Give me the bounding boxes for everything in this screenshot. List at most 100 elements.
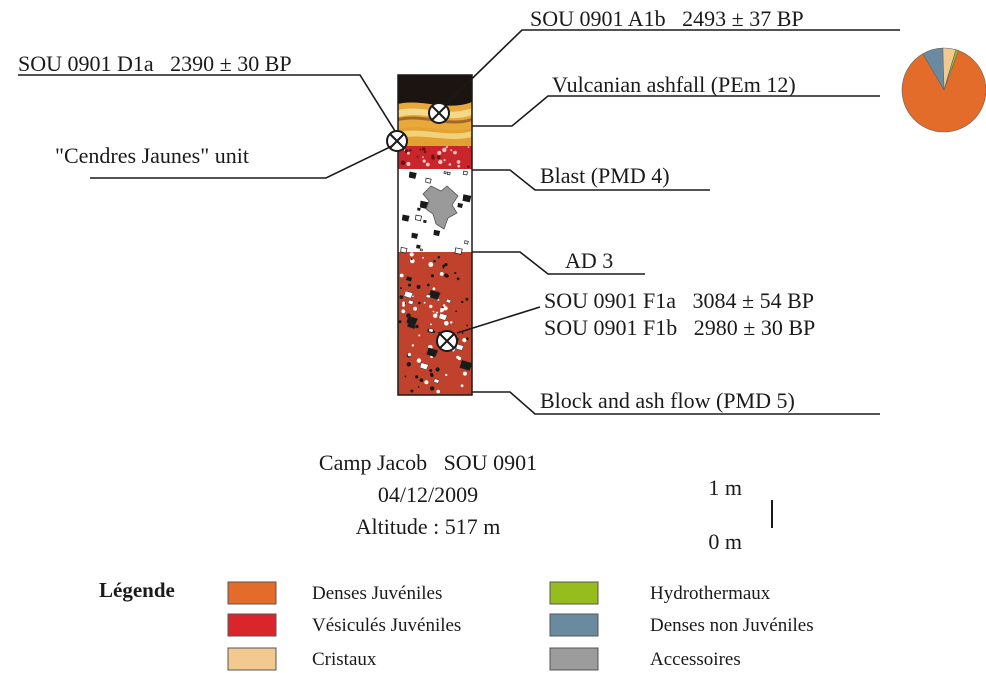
blast-vesicle: [443, 159, 446, 162]
baf-speck: [430, 323, 432, 326]
baf-speck: [445, 373, 448, 377]
blast-layer: [398, 145, 472, 169]
baf-speck: [466, 337, 469, 341]
leader-baf: [472, 391, 880, 415]
baf-speck: [411, 344, 415, 347]
legend-label: Denses non Juvéniles: [650, 615, 814, 636]
baf-speck: [441, 306, 444, 309]
blast-vesicle: [425, 162, 430, 167]
legend-item: Denses non Juvéniles: [549, 613, 814, 637]
baf-speck: [461, 300, 464, 304]
site-date: 04/12/2009: [378, 482, 478, 507]
baf-speck: [419, 378, 424, 383]
legend-item: Accessoires: [549, 647, 741, 671]
legend-swatch: [227, 581, 277, 605]
baf-speck: [465, 297, 469, 301]
leader-f1: [456, 306, 541, 334]
baf-speck: [457, 356, 462, 361]
baf-speck: [399, 273, 404, 278]
baf-speck: [408, 283, 411, 287]
blast-vesicle: [467, 165, 470, 168]
blast-vesicle: [407, 151, 410, 155]
baf-speck: [410, 258, 415, 264]
baf-speck: [402, 303, 406, 307]
blast-vesicle: [453, 150, 457, 155]
baf-speck: [422, 256, 424, 259]
baf-block: [425, 293, 432, 299]
baf-speck: [444, 263, 448, 267]
legend-swatch: [549, 613, 599, 637]
baf-speck: [409, 252, 414, 257]
baf-block: [459, 359, 472, 372]
sample-label-f1b: SOU 0901 F1b 2980 ± 30 BP: [544, 315, 815, 340]
ad3-block: [408, 171, 417, 179]
blast-vesicle: [450, 149, 453, 152]
leader-ad3: [472, 251, 645, 275]
baf-speck: [407, 352, 412, 357]
baf-speck: [429, 386, 435, 391]
baf-speck: [443, 306, 448, 311]
baf-speck: [418, 334, 421, 337]
baf-speck: [398, 320, 402, 324]
baf-speck: [415, 375, 419, 379]
baf-speck: [439, 272, 444, 276]
baf-block: [405, 276, 413, 282]
baf-speck: [466, 324, 469, 327]
pie-slice-3: [943, 49, 959, 91]
baf-speck: [424, 380, 429, 385]
legend-item: Hydrothermaux: [549, 581, 771, 605]
componentry-pie-chart: [901, 47, 986, 133]
baf-block: [433, 378, 440, 384]
baf-speck: [442, 266, 445, 269]
baf-speck: [433, 260, 436, 263]
blast-vesicle: [457, 164, 461, 168]
legend-label: Cristaux: [312, 649, 377, 670]
sample-symbol-d1a: [386, 130, 408, 152]
blast-vesicle: [467, 146, 470, 149]
baf-speck: [432, 287, 436, 291]
legend-label: Hydrothermaux: [650, 583, 771, 604]
gray-clast: [422, 185, 459, 230]
unit-label-vulcanian: Vulcanian ashfall (PEm 12): [552, 72, 796, 97]
baf-speck: [410, 258, 413, 261]
baf-speck: [442, 264, 446, 268]
ad3-block: [416, 244, 421, 249]
baf-speck: [454, 271, 457, 275]
baf-speck: [440, 307, 445, 312]
baf-speck: [430, 274, 434, 278]
ad3-block: [462, 170, 469, 176]
blast-vesicle: [442, 147, 447, 153]
baf-speck: [432, 310, 435, 313]
ad3-block: [401, 214, 410, 222]
ad3-block: [443, 171, 447, 175]
baf-speck: [450, 321, 453, 324]
baf-speck: [404, 375, 407, 378]
legend-swatch: [549, 647, 599, 671]
legend-label: Vésiculés Juvéniles: [312, 615, 461, 636]
baf-speck: [462, 371, 467, 376]
blast-vesicles: [400, 146, 470, 168]
sample-label-d1a: SOU 0901 D1a 2390 ± 30 BP: [18, 51, 292, 76]
legend-item: Denses Juvéniles: [227, 581, 442, 605]
baf-speck: [436, 311, 438, 314]
baf-block: [445, 298, 452, 304]
blast-vesicle: [422, 156, 424, 159]
baf-speck: [455, 310, 458, 313]
baf-speck: [462, 338, 467, 343]
baf-speck: [416, 284, 421, 289]
baf-speck: [437, 255, 441, 259]
baf-speck: [429, 304, 433, 309]
leader-vulcanian: [472, 95, 880, 127]
ad3-block: [425, 177, 432, 184]
baf-speck: [436, 389, 441, 394]
ad3-block: [419, 248, 423, 252]
ashfall-band-yellow-lower: [398, 130, 472, 139]
legend-title: Légende: [99, 578, 175, 602]
leader-a1b: [445, 29, 900, 105]
baf-block: [403, 290, 414, 299]
column-outline: [397, 74, 473, 396]
ad3-block: [411, 232, 419, 239]
sample-symbol-f1: [436, 330, 458, 352]
